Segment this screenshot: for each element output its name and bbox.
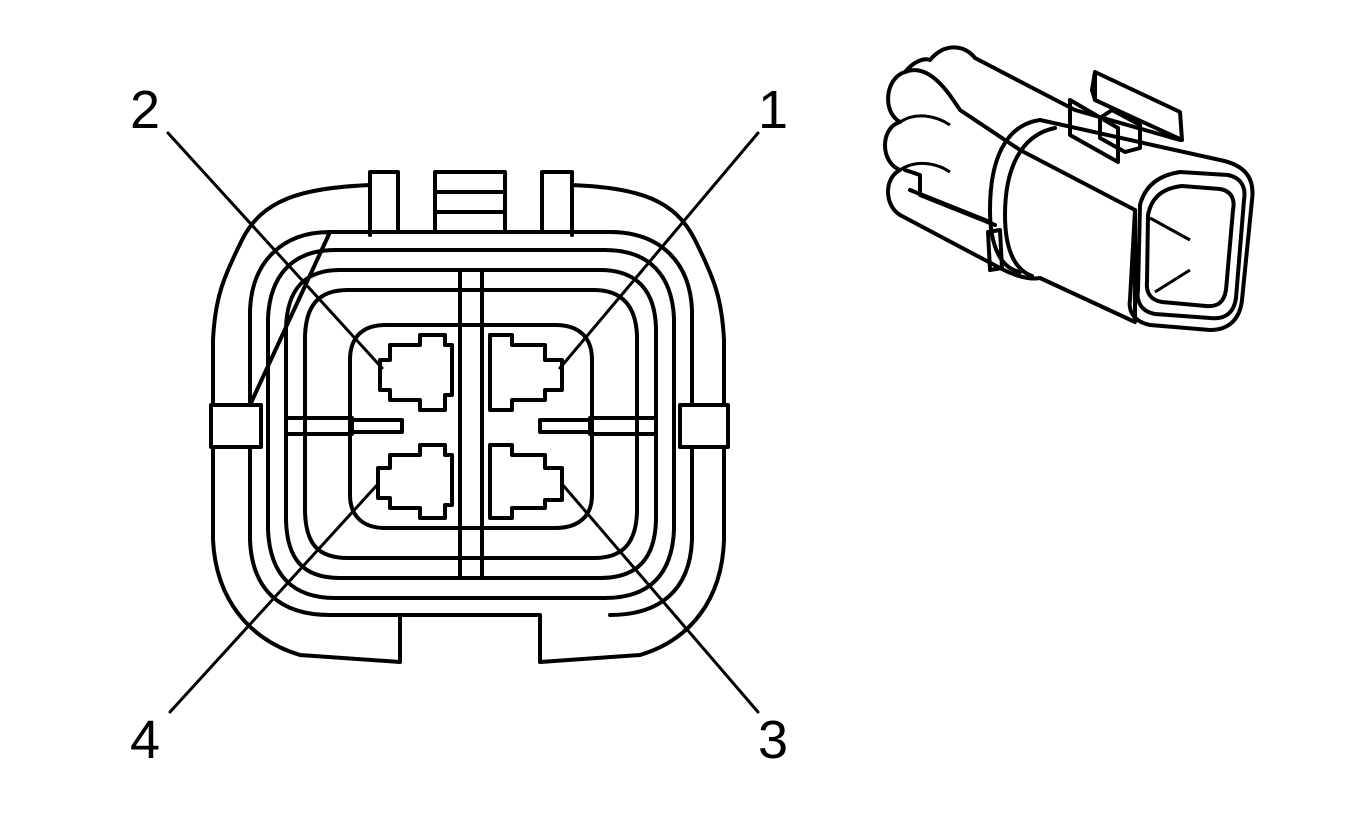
pin-4-cavity xyxy=(376,443,454,520)
pin-1-cavity xyxy=(488,333,564,412)
pin-label-3: 3 xyxy=(758,710,788,770)
cross-ribs xyxy=(284,268,658,580)
pin-label-1: 1 xyxy=(758,80,788,140)
connector-nose xyxy=(1038,118,1255,332)
left-side-tab xyxy=(209,403,263,449)
right-side-tab xyxy=(678,403,730,449)
pin-label-4: 4 xyxy=(130,710,160,770)
side-clip xyxy=(903,168,997,227)
seal-ring-1 xyxy=(248,230,694,617)
leader-line-pin-2 xyxy=(166,131,384,370)
leader-line-pin-1 xyxy=(558,131,760,370)
connector-face-view: 2 1 4 3 xyxy=(130,80,788,770)
pin-label-2: 2 xyxy=(130,80,160,140)
seal-ring-4 xyxy=(303,288,639,560)
lock-slot-left xyxy=(350,418,404,434)
outer-housing xyxy=(211,183,726,664)
connector-isometric-view xyxy=(883,45,1255,332)
pin-2-cavity xyxy=(378,333,454,412)
seal-ring-2 xyxy=(266,248,676,600)
leader-line-pin-4 xyxy=(168,482,380,714)
top-latch-iso xyxy=(1090,70,1184,142)
center-divider xyxy=(458,323,484,530)
connector-top-ridge xyxy=(903,45,1182,142)
pin-3-cavity xyxy=(488,443,564,520)
seal-ring-3 xyxy=(284,268,658,580)
lock-slot-right xyxy=(538,418,592,434)
top-latch xyxy=(368,170,574,237)
leader-line-pin-3 xyxy=(560,482,760,714)
connector-body xyxy=(883,68,1137,324)
